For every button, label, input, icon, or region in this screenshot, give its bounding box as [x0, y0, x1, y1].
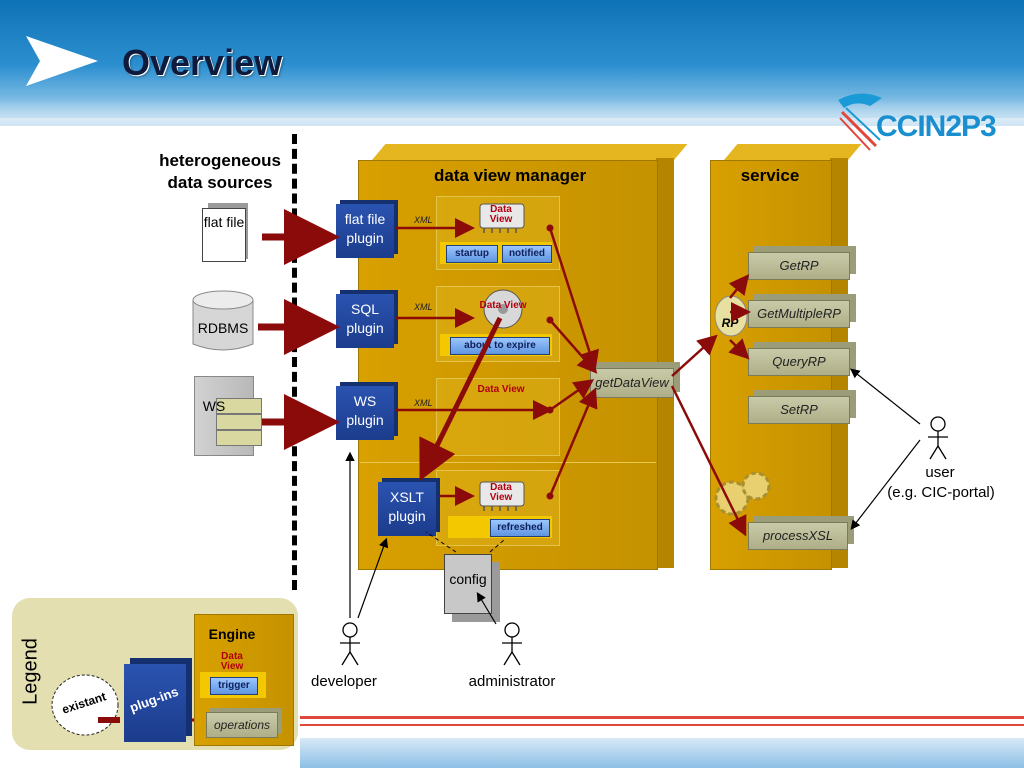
rdbms-source	[192, 290, 254, 352]
footer-band	[300, 738, 1024, 768]
service-title: service	[740, 166, 800, 185]
ws-module	[216, 430, 262, 446]
rdbms-label: RDBMS	[197, 320, 249, 336]
query-rp-method: QueryRP	[748, 348, 850, 376]
user-label: user	[925, 464, 955, 481]
engine-label: Engine	[208, 626, 256, 642]
ws-plugin: WS plugin	[336, 386, 394, 440]
legend-data-view: Data View	[220, 651, 244, 672]
legend-plugin-box	[124, 664, 186, 742]
data-view-label: Data View	[479, 300, 527, 311]
data-view-label: Data View	[477, 384, 525, 395]
ccin2p3-logo-icon	[838, 93, 882, 151]
chip-icon	[479, 481, 525, 511]
sources-heading: heterogeneous data sources	[159, 151, 281, 192]
data-view-label: Data View	[489, 482, 513, 503]
get-multiple-rp-method: GetMultipleRP	[748, 300, 850, 328]
xml-label: XML	[414, 215, 433, 225]
user-note: (e.g. CIC-portal)	[887, 484, 995, 501]
legend-title: Legend	[19, 638, 42, 705]
sql-plugin: SQL plugin	[336, 294, 394, 348]
trigger-tag: trigger	[210, 677, 258, 695]
get-data-view-box: getDataView	[590, 368, 674, 398]
xslt-plugin: XSLT plugin	[378, 482, 436, 536]
disk-icon	[483, 289, 523, 329]
ws-module	[216, 414, 262, 430]
refreshed-tag: refreshed	[490, 519, 550, 537]
manager-divider	[360, 462, 656, 463]
play-arrow-icon	[26, 36, 98, 86]
legend-title-wrap: Legend	[16, 628, 46, 718]
ws-module	[216, 398, 262, 414]
database-icon	[192, 290, 254, 351]
flat-file-plugin: flat file plugin	[336, 204, 394, 258]
notified-tag: notified	[502, 245, 552, 263]
footer-line	[300, 724, 1024, 726]
manager-box-side	[656, 158, 674, 568]
startup-tag: startup	[446, 245, 498, 263]
get-rp-method: GetRP	[748, 252, 850, 280]
xml-label: XML	[414, 302, 433, 312]
gears-icon	[714, 471, 771, 516]
flat-file-source: flat file	[202, 208, 246, 262]
process-xsl-method: processXSL	[748, 522, 848, 550]
set-rp-method: SetRP	[748, 396, 850, 424]
slide-title: Overview	[122, 42, 283, 83]
config-document: config	[444, 554, 492, 614]
administrator-label: administrator	[468, 673, 556, 690]
manager-title: data view manager	[433, 166, 587, 185]
data-view-label: Data View	[489, 204, 513, 225]
separator-line	[292, 134, 297, 590]
logo-text: CCIN2P3	[876, 110, 997, 143]
ws-label: WS	[202, 398, 226, 414]
xml-label: XML	[414, 398, 433, 408]
footer-line	[300, 716, 1024, 719]
chip-icon	[479, 203, 525, 233]
operations-box: operations	[206, 712, 278, 738]
about-to-expire-tag: about to expire	[450, 337, 550, 355]
developer-label: developer	[311, 673, 377, 690]
